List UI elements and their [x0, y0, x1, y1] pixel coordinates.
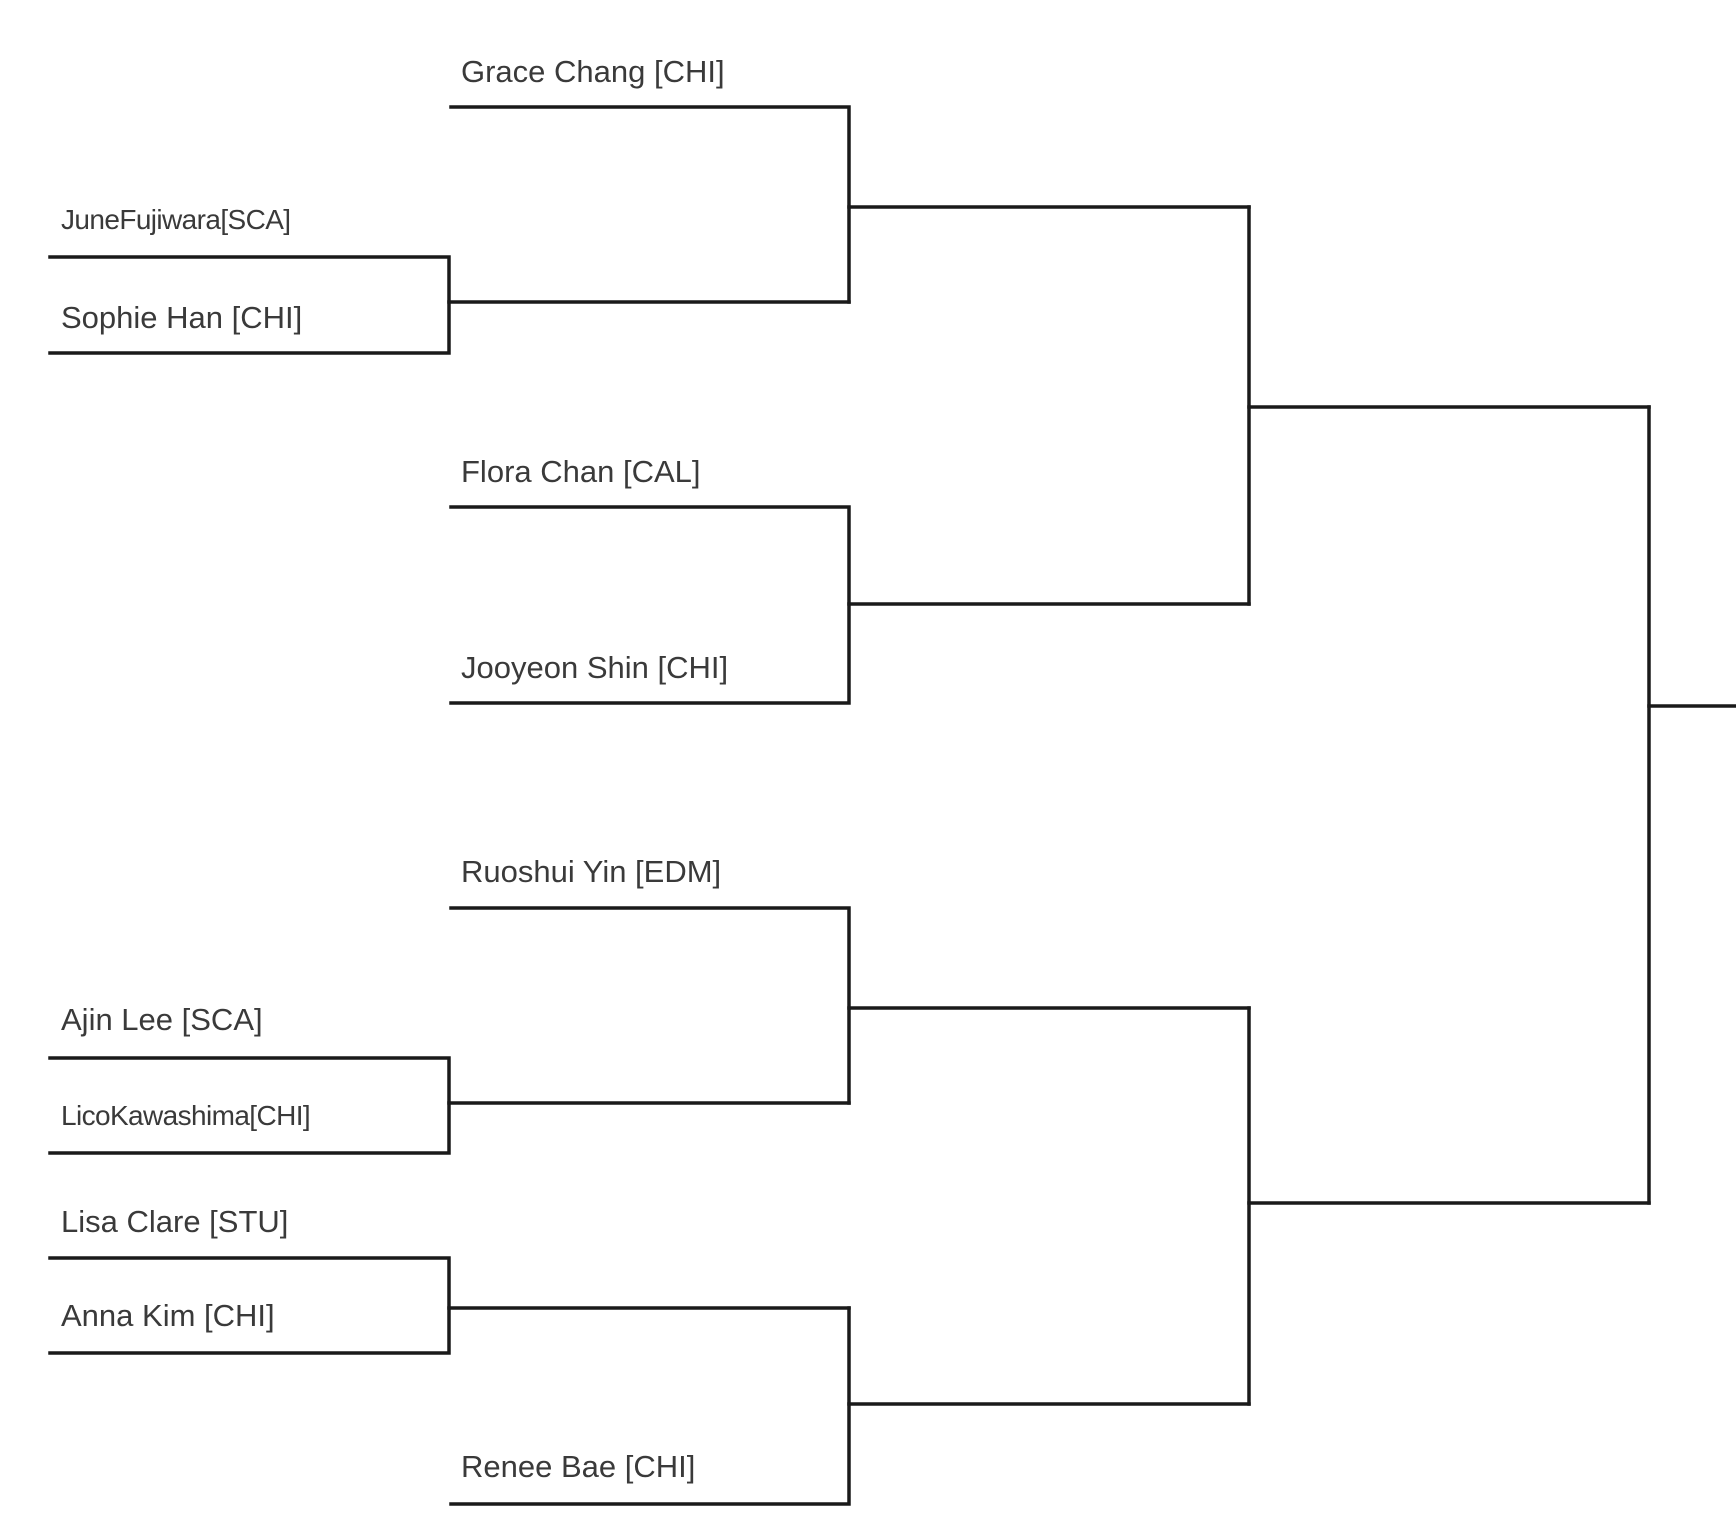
player-name-sophie-han: Sophie Han [CHI] [61, 300, 303, 335]
match-line-r2-d [449, 1306, 851, 1506]
player-name-flora-chan: Flora Chan [CAL] [461, 454, 701, 489]
match-line-r1-bottom-b [48, 1256, 451, 1355]
player-name-jooyeon-shin: Jooyeon Shin [CHI] [461, 650, 729, 685]
player-name-grace-chang: Grace Chang [CHI] [461, 54, 725, 89]
player-name-ajin-lee: Ajin Lee [SCA] [61, 1002, 263, 1037]
player-name-june-fujiwara: JuneFujiwara[SCA] [61, 204, 291, 235]
match-line-r1-top [48, 255, 451, 355]
match-line-r2-a [449, 105, 851, 304]
match-line-r2-c [449, 906, 851, 1105]
player-name-ruoshui-yin: Ruoshui Yin [EDM] [461, 854, 722, 889]
match-line-r1-bottom-a [48, 1056, 451, 1155]
player-name-anna-kim: Anna Kim [CHI] [61, 1298, 275, 1333]
player-name-lico-kawashima: LicoKawashima[CHI] [61, 1100, 311, 1131]
player-name-lisa-clare: Lisa Clare [STU] [61, 1204, 289, 1239]
player-name-renee-bae: Renee Bae [CHI] [461, 1449, 696, 1484]
